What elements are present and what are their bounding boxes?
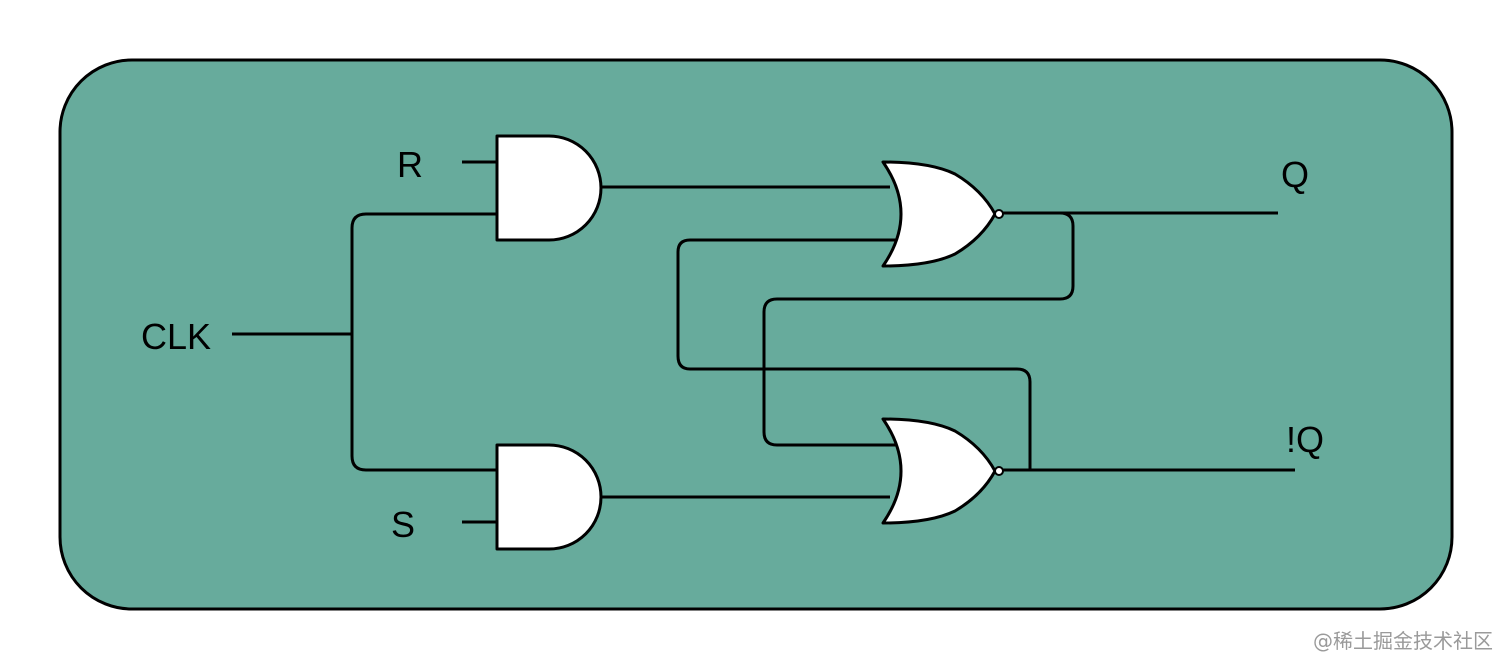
clk-to-top-and-wire [350,212,497,334]
diagram-panel [58,58,1454,611]
nor-bottom-bubble [994,466,1004,476]
clk-label: CLK [141,316,211,357]
qnot-label: !Q [1286,419,1324,460]
nor-top-bubble [994,209,1004,219]
q-feedback-wire [762,211,1075,447]
q-label: Q [1281,154,1309,195]
watermark-text: @稀土掘金技术社区 [1313,629,1493,653]
s-label: S [391,504,415,545]
r-label: R [397,144,423,185]
qnot-feedback-wire [676,238,1032,470]
and-gate-top [495,134,603,242]
nor-gate-top [881,160,997,268]
nor-gate-bottom [881,417,997,525]
clk-to-bottom-and-wire [350,334,497,472]
and-gate-bottom [495,443,603,551]
